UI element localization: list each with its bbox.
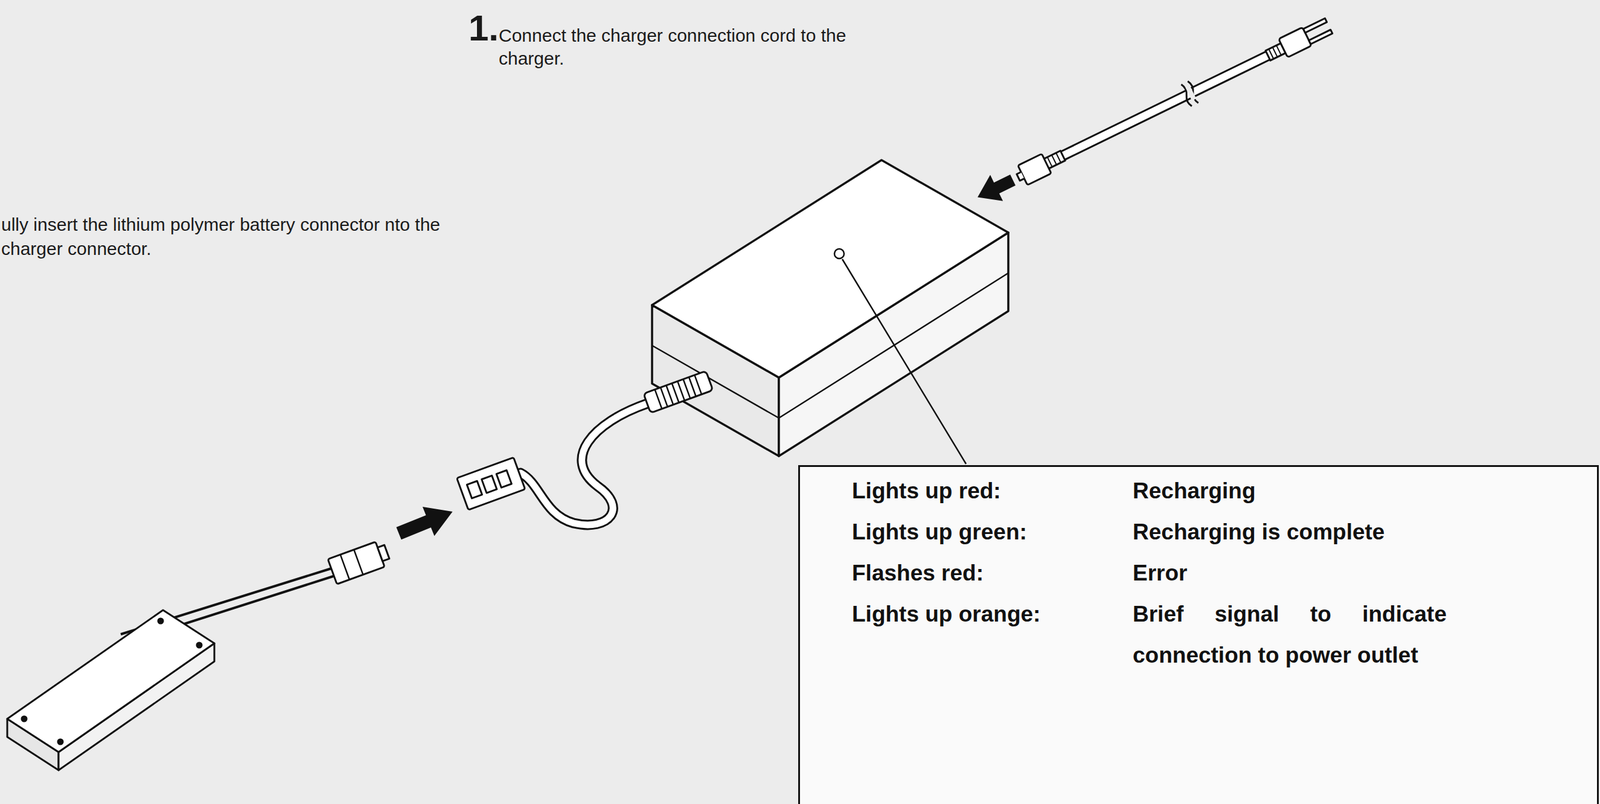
charger-top-face xyxy=(652,160,1009,378)
ac-cord xyxy=(971,12,1336,211)
rib xyxy=(1047,152,1061,167)
status-label: Lights up orange: xyxy=(851,593,1133,676)
status-label: Lights up red: xyxy=(851,470,1133,512)
break-gap xyxy=(1185,85,1197,101)
cord-fill xyxy=(1062,54,1270,156)
rib xyxy=(1268,45,1281,59)
battery-screw xyxy=(158,618,164,624)
arrow-shape xyxy=(393,496,459,548)
battery-screw xyxy=(21,716,27,721)
battery-screw xyxy=(196,642,202,648)
charger-connector xyxy=(457,457,526,510)
leader-line xyxy=(842,259,967,464)
indicator-legend-box: Lights up red:RechargingLights up green:… xyxy=(798,464,1599,804)
connector-slot xyxy=(496,469,512,488)
instruction-text: Connect the charger connection cord to t… xyxy=(498,24,869,71)
charger xyxy=(652,160,1009,464)
strain-relief xyxy=(643,370,714,413)
status-meaning: Recharging xyxy=(1132,470,1447,512)
battery-top xyxy=(7,609,215,752)
status-label: Flashes red: xyxy=(851,552,1133,594)
cord-connector xyxy=(1017,153,1052,186)
plug-prong xyxy=(1308,29,1333,45)
status-label: Lights up green: xyxy=(851,511,1133,553)
status-meaning: Brief signal to indicate connection to p… xyxy=(1132,593,1447,676)
battery xyxy=(7,539,392,770)
led xyxy=(834,248,845,259)
status-meaning: Error xyxy=(1132,552,1447,594)
rib xyxy=(655,374,702,409)
insert-arrow xyxy=(971,166,1020,211)
charger-seam xyxy=(652,272,1009,418)
connector-slot xyxy=(481,475,497,493)
plug-prong xyxy=(1303,18,1328,33)
cable-fill xyxy=(520,403,648,525)
battery-screw xyxy=(57,739,63,744)
connector-slot xyxy=(466,480,482,499)
insert-arrow xyxy=(393,496,459,548)
break-mark xyxy=(1179,80,1201,107)
status-table: Lights up red:RechargingLights up green:… xyxy=(851,470,1597,676)
instruction-text: ully insert the lithium polymer battery … xyxy=(1,212,479,261)
connector-tip xyxy=(377,544,389,561)
connector-detail xyxy=(340,549,364,580)
cord-connector-tip xyxy=(1016,172,1024,181)
charger-cable xyxy=(393,370,714,548)
battery-connector xyxy=(327,541,385,584)
status-meaning: Recharging is complete xyxy=(1132,511,1447,553)
cable-outline xyxy=(520,403,648,525)
